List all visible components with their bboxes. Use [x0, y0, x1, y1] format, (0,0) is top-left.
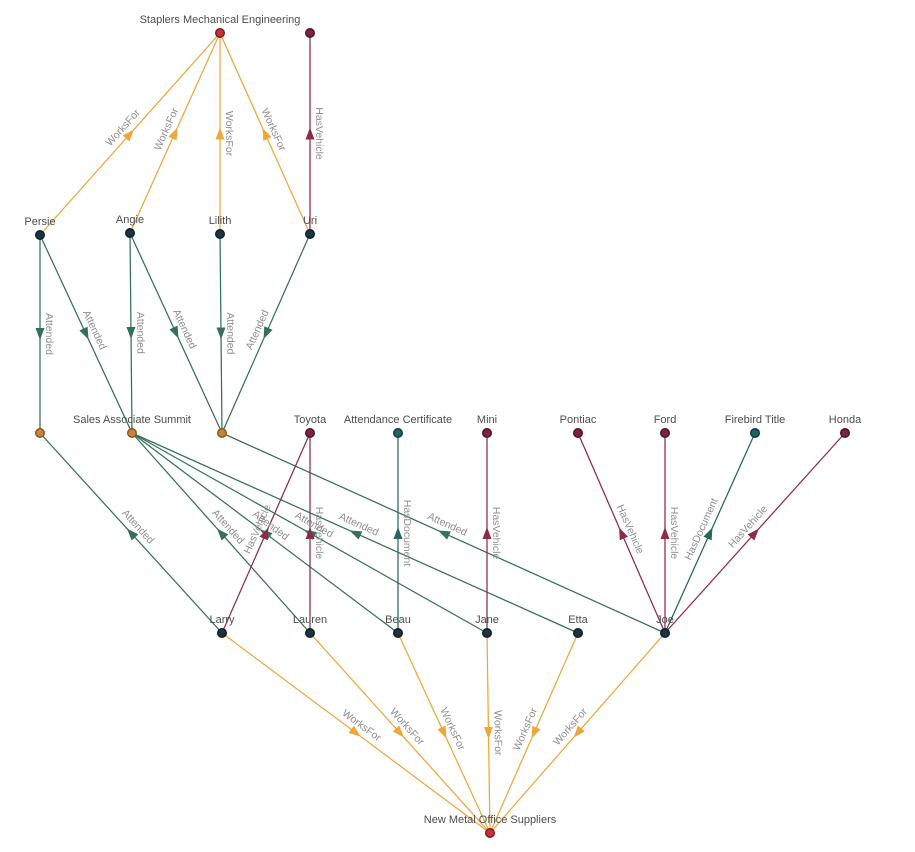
- edge-arrowhead: [531, 725, 541, 739]
- node-persie[interactable]: [35, 229, 46, 240]
- edge-arrowhead: [122, 129, 134, 142]
- edge-arrowhead: [747, 528, 760, 541]
- node-label-lilith: Lilith: [209, 215, 232, 227]
- node-label-firebird-title: Firebird Title: [725, 414, 786, 426]
- edge-arrowhead: [259, 527, 269, 541]
- node-label-lauren: Lauren: [293, 614, 327, 626]
- node-label-angie: Angie: [116, 214, 144, 226]
- edge-label: WorksFor: [491, 710, 504, 756]
- layer-nodes: [35, 28, 851, 839]
- node-label-joe: Joe: [656, 614, 674, 626]
- edge-arrowhead: [79, 326, 89, 340]
- edge-label: WorksFor: [223, 111, 235, 157]
- edge-arrowhead: [305, 127, 315, 140]
- node-label-nmos: New Metal Office Suppliers: [424, 814, 557, 826]
- node-label-uri: Uri: [303, 215, 317, 227]
- edge-label: HasVehicle: [313, 507, 325, 560]
- node-summit[interactable]: [126, 428, 137, 439]
- edge-arrowhead: [392, 725, 405, 738]
- edge-label: Attended: [134, 312, 146, 354]
- node-label-attendance-certificate: Attendance Certificate: [344, 414, 452, 426]
- node-uri[interactable]: [305, 228, 316, 239]
- node-label-persie: Persie: [24, 216, 55, 228]
- edge-label: HasVehicle: [313, 107, 325, 160]
- edge-arrowhead: [703, 527, 713, 541]
- edge-arrowhead: [217, 528, 229, 541]
- edge-arrowhead: [305, 527, 315, 539]
- edge-arrowhead: [482, 527, 492, 539]
- node-honda[interactable]: [840, 428, 851, 439]
- node-firebird-title[interactable]: [750, 428, 761, 439]
- node-label-jane: Jane: [475, 614, 499, 626]
- node-pontiac[interactable]: [573, 428, 584, 439]
- edge-arrowhead: [35, 328, 45, 340]
- node-vehicle-top[interactable]: [305, 28, 316, 39]
- node-event-c[interactable]: [216, 428, 227, 439]
- node-nmos[interactable]: [485, 828, 496, 839]
- node-lauren[interactable]: [305, 628, 316, 639]
- node-label-staplers: Staplers Mechanical Engineering: [140, 14, 301, 26]
- node-label-summit: Sales Associate Summit: [73, 414, 191, 426]
- node-label-etta: Etta: [568, 614, 588, 626]
- edge-arrowhead: [438, 530, 451, 540]
- edge-arrowhead: [126, 326, 136, 339]
- edge-label: Attended: [43, 313, 55, 355]
- edge-label: HasVehicle: [614, 503, 646, 556]
- node-event-a[interactable]: [35, 428, 46, 439]
- node-label-pontiac: Pontiac: [560, 414, 597, 426]
- edge-arrowhead: [215, 127, 225, 140]
- edge-arrowhead: [263, 326, 273, 339]
- edge-arrowhead: [169, 325, 179, 339]
- edge-label: HasVehicle: [490, 507, 502, 560]
- edge-arrowhead: [168, 127, 178, 141]
- node-label-larry: Larry: [209, 614, 235, 626]
- edge-label: HasDocument: [401, 500, 413, 567]
- node-mini[interactable]: [482, 428, 493, 439]
- node-lilith[interactable]: [214, 228, 225, 239]
- node-beau[interactable]: [393, 628, 404, 639]
- node-jane[interactable]: [482, 628, 493, 639]
- edge-arrowhead: [437, 725, 447, 739]
- edge-arrowhead: [483, 726, 493, 739]
- edge-arrowhead: [660, 527, 670, 539]
- edge-label: Attended: [224, 312, 236, 354]
- node-attendance-certificate[interactable]: [393, 428, 404, 439]
- node-label-mini: Mini: [477, 414, 497, 426]
- node-label-ford: Ford: [654, 414, 677, 426]
- edge-arrowhead: [348, 725, 361, 737]
- edge-arrowhead: [126, 528, 139, 541]
- edge-arrowhead: [393, 527, 403, 539]
- node-angie[interactable]: [124, 227, 135, 238]
- node-ford[interactable]: [660, 428, 671, 439]
- edge-label: HasVehicle: [726, 503, 770, 550]
- layer-arrows: [35, 127, 760, 739]
- node-toyota[interactable]: [305, 428, 316, 439]
- node-larry[interactable]: [216, 628, 227, 639]
- node-etta[interactable]: [573, 628, 584, 639]
- node-label-beau: Beau: [385, 614, 411, 626]
- edge-arrowhead: [216, 327, 226, 340]
- node-joe[interactable]: [660, 628, 671, 639]
- edge-label: WorksFor: [387, 706, 427, 748]
- edge-arrowhead: [262, 128, 272, 141]
- edge-arrowhead: [349, 530, 363, 540]
- edge-label: HasVehicle: [668, 507, 680, 560]
- edge-arrowhead: [619, 527, 629, 541]
- node-label-toyota: Toyota: [294, 414, 327, 426]
- node-label-honda: Honda: [829, 414, 862, 426]
- node-staplers[interactable]: [214, 28, 225, 39]
- edge-arrowhead: [573, 725, 585, 738]
